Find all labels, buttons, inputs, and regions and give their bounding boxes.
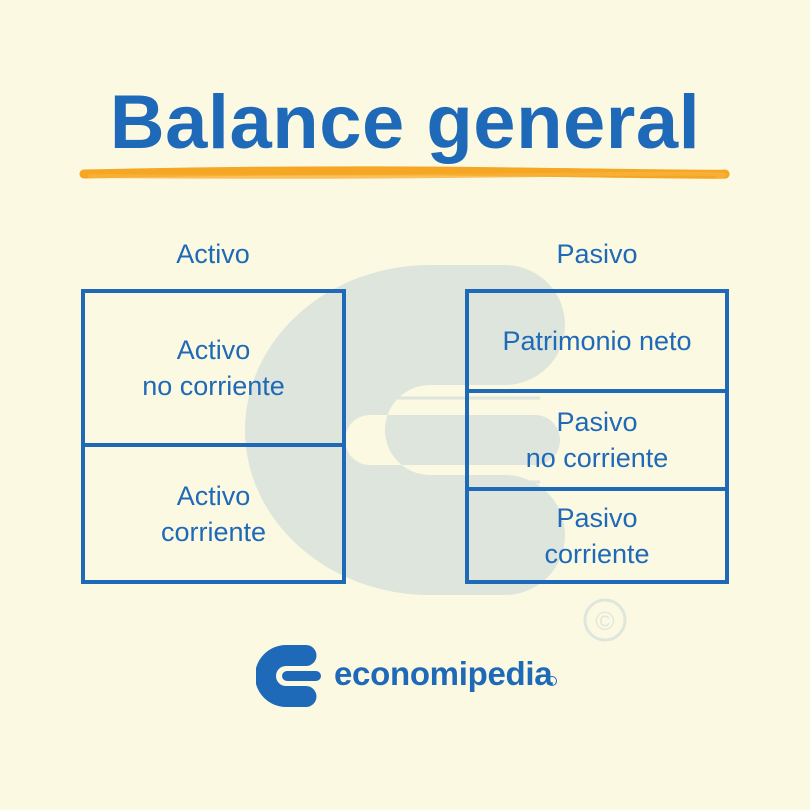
cell-line: corriente (160, 516, 267, 547)
cell-line: Activo (176, 335, 251, 365)
activo-table: Activo no corriente Activo corriente (81, 289, 346, 584)
economipedia-logo-icon (256, 645, 321, 707)
cell-line: Pasivo (556, 502, 638, 533)
cell-line: Pasivo (556, 407, 638, 437)
activo-no-corriente-cell: Activo no corriente (85, 293, 342, 443)
pasivo-heading: Pasivo (556, 239, 638, 269)
pasivo-no-corriente-cell: Pasivo no corriente (469, 389, 725, 487)
cell-line: corriente (544, 538, 650, 569)
cell-line: no corriente (525, 443, 669, 473)
cell-line: no corriente (142, 371, 285, 401)
cell-line: Activo (176, 480, 251, 511)
page-title: Balance general (109, 80, 701, 165)
activo-corriente-cell: Activo corriente (85, 443, 342, 580)
cell-line: Patrimonio neto (502, 326, 692, 356)
brand-name: economipedia (334, 655, 553, 692)
pasivo-corriente-cell: Pasivo corriente (469, 487, 725, 580)
activo-heading: Activo (176, 239, 250, 269)
title-underline (79, 166, 730, 179)
registered-mark-icon (547, 676, 557, 686)
copyright-symbol: © (595, 606, 614, 636)
patrimonio-neto-cell: Patrimonio neto (469, 293, 725, 389)
pasivo-table: Patrimonio neto Pasivo no corriente Pasi… (465, 289, 729, 584)
